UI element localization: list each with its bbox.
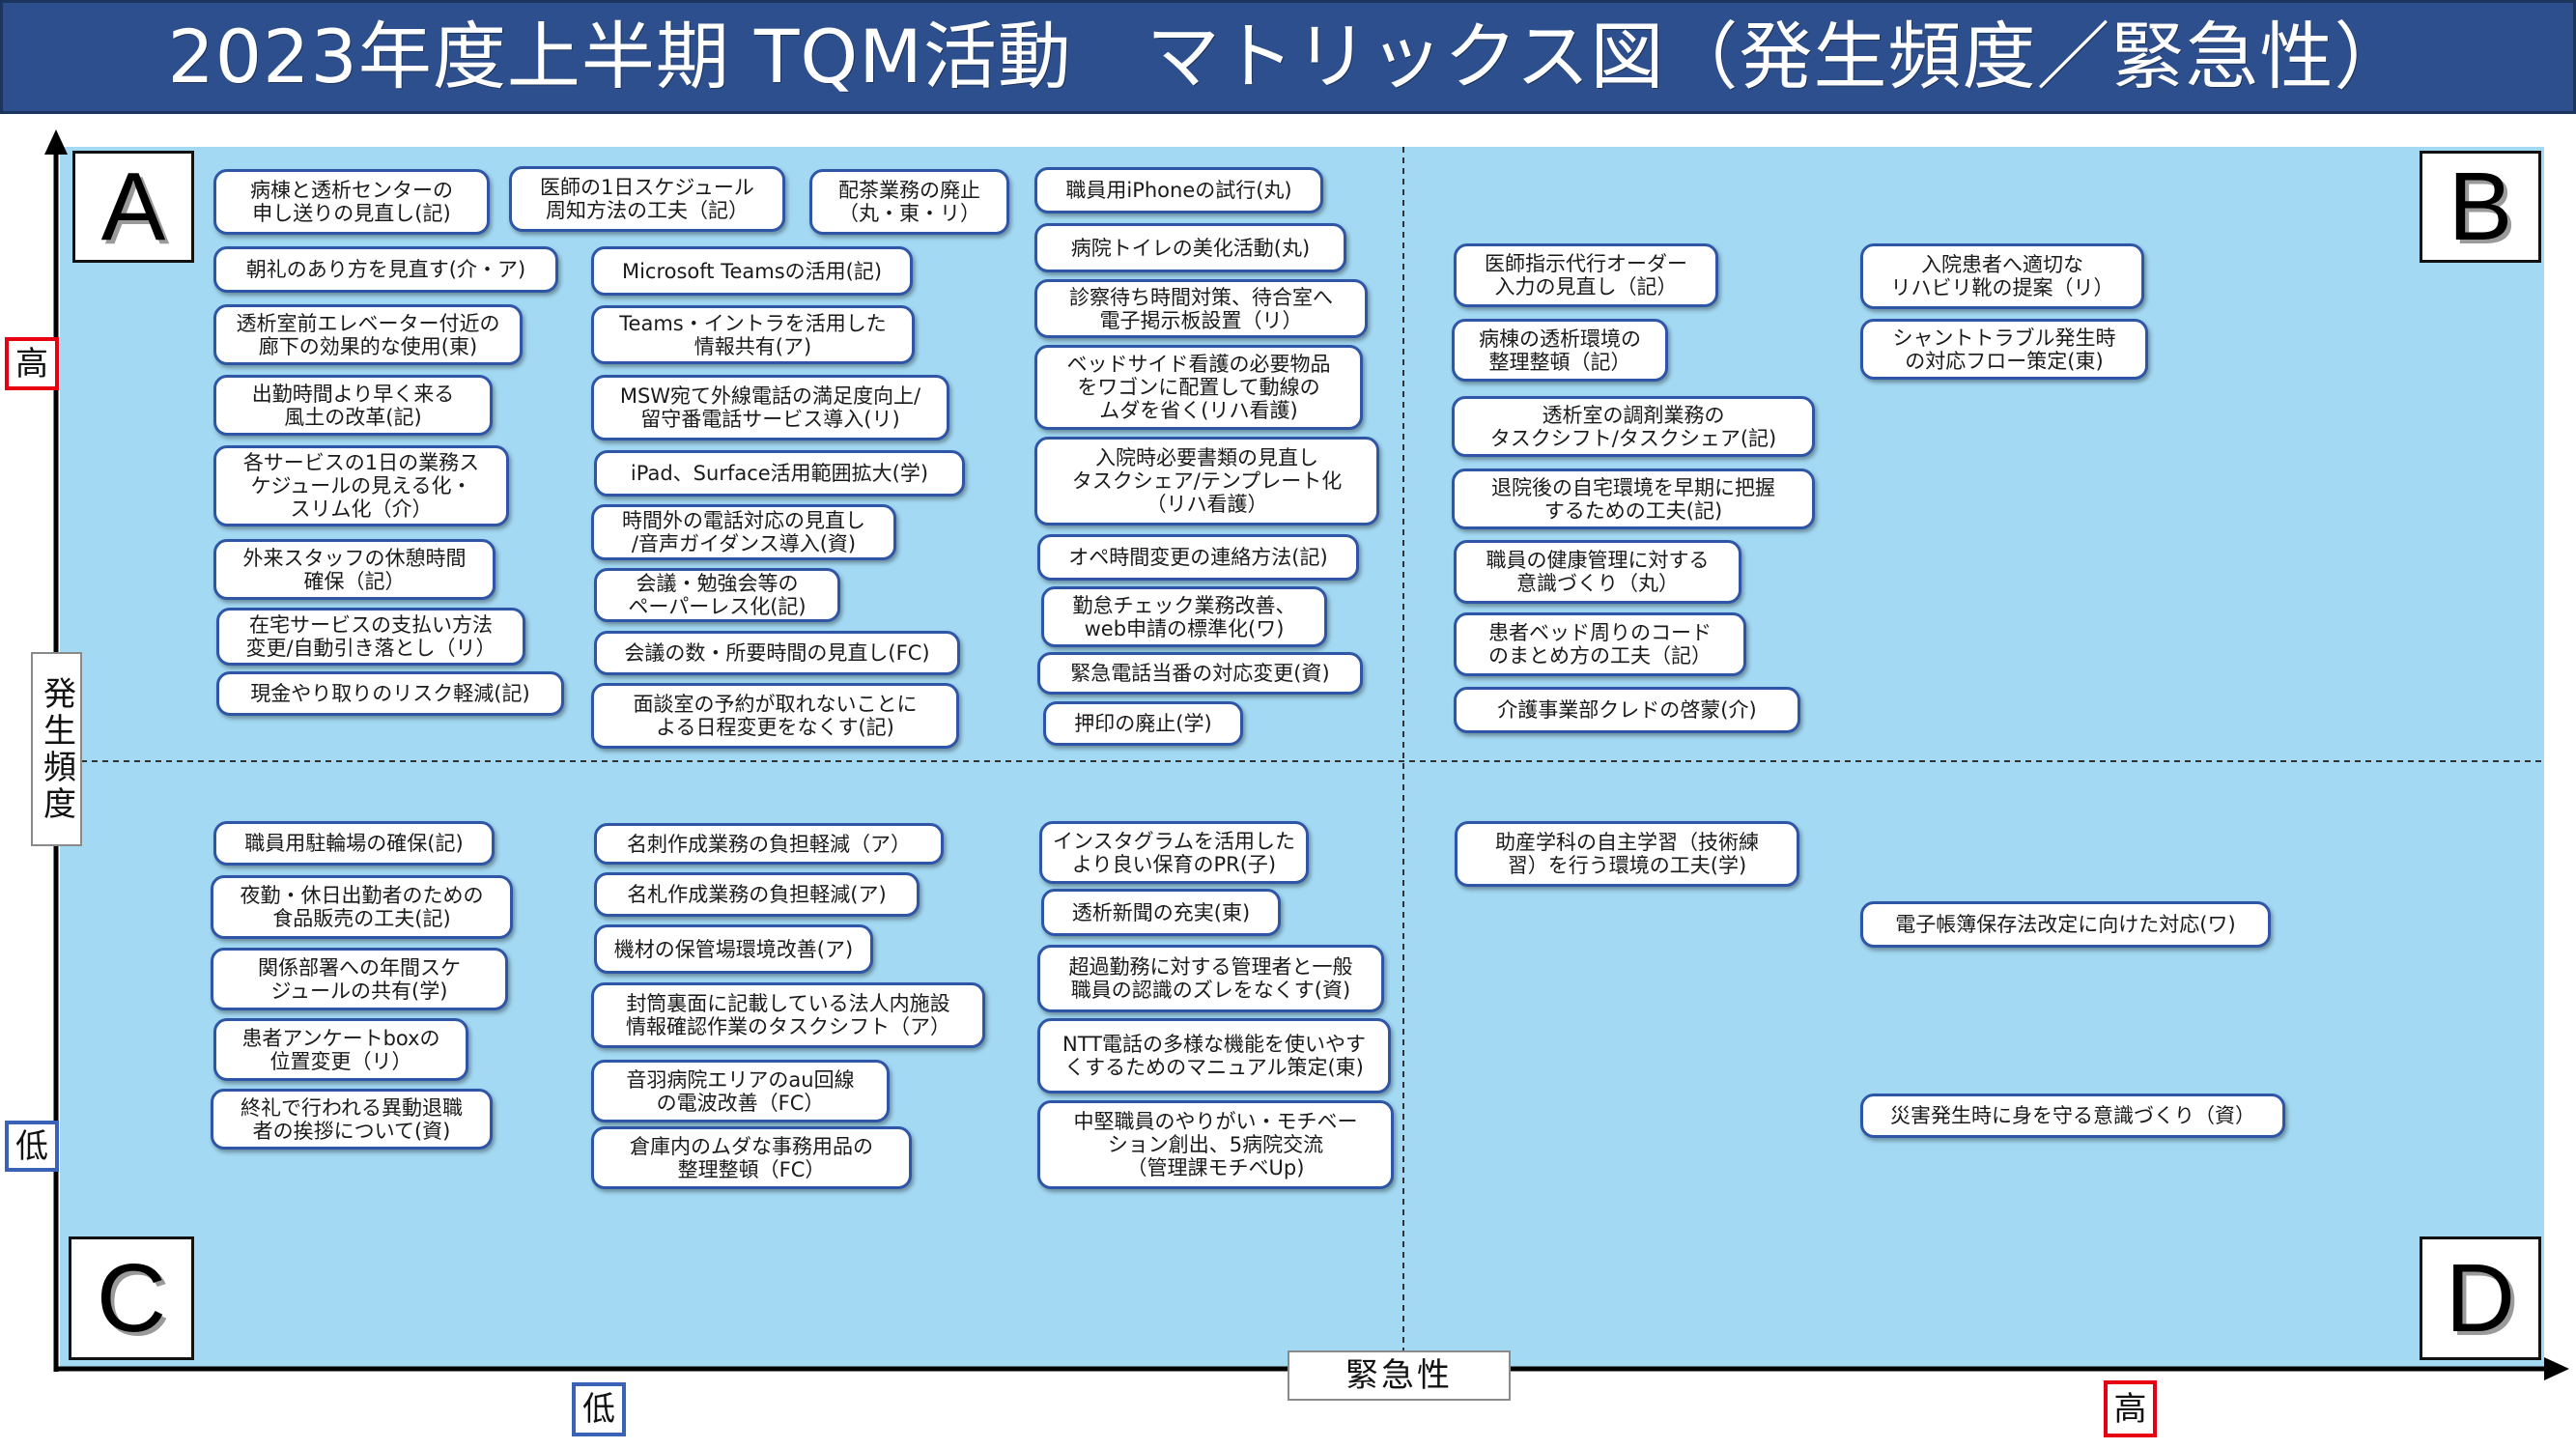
activity-card: 透析室前エレベーター付近の 廊下の効果的な使用(東) [213, 304, 523, 365]
activity-card: 助産学科の自主学習（技術練 習）を行う環境の工夫(学) [1455, 821, 1799, 887]
activity-card: シャントトラブル発生時 の対応フロー策定(東) [1860, 319, 2148, 380]
activity-card: 災害発生時に身を守る意識づくり（資） [1860, 1094, 2285, 1138]
activity-card: 会議・勉強会等の ペーパーレス化(記) [594, 568, 840, 622]
activity-card: 介護事業部クレドの啓蒙(介) [1454, 687, 1800, 733]
activity-card: 医師の1日スケジュール 周知方法の工夫（記） [509, 166, 785, 232]
quadrant-label-a: A [72, 151, 194, 263]
x-axis-low-label: 低 [572, 1382, 626, 1436]
activity-card: 中堅職員のやりがい・モチベー ション創出、5病院交流 （管理課モチベUp) [1037, 1100, 1394, 1189]
activity-card: 終礼で行われる異動退職 者の挨拶について(資) [211, 1089, 493, 1150]
quadrant-label-c: C [69, 1236, 194, 1360]
activity-card: 音羽病院エリアのau回線 の電波改善（FC） [591, 1060, 890, 1122]
activity-card: MSW宛て外線電話の満足度向上/ 留守番電話サービス導入(リ) [591, 375, 949, 440]
y-axis-low-label: 低 [5, 1121, 59, 1172]
activity-card: 夜勤・休日出勤者のための 食品販売の工夫(記) [211, 875, 513, 939]
activity-card: 退院後の自宅環境を早期に把握 するための工夫(記) [1452, 469, 1815, 529]
activity-card: 時間外の電話対応の見直し /音声ガイダンス導入(資) [591, 504, 896, 560]
activity-card: 在宅サービスの支払い方法 変更/自動引き落とし（リ） [216, 608, 525, 666]
activity-card: 職員の健康管理に対する 意識づくり（丸） [1454, 540, 1741, 604]
activity-card: 各サービスの1日の業務ス ケジュールの見える化・ スリム化（介） [213, 445, 509, 526]
activity-card: 封筒裏面に記載している法人内施設 情報確認作業のタスクシフト（ア） [591, 982, 985, 1048]
x-axis-high-label: 高 [2104, 1380, 2157, 1437]
activity-card: ベッドサイド看護の必要物品 をワゴンに配置して動線の ムダを省く(リハ看護) [1034, 345, 1363, 430]
activity-card: 外来スタッフの休憩時間 確保（記） [213, 539, 495, 600]
activity-card: 病棟の透析環境の 整理整頓（記） [1452, 319, 1668, 382]
activity-card: 勤怠チェック業務改善、 web申請の標準化(ワ) [1041, 586, 1327, 647]
activity-card: 出勤時間より早く来る 風土の改革(記) [213, 375, 493, 436]
activity-card: 倉庫内のムダな事務用品の 整理整頓（FC） [591, 1126, 912, 1189]
activity-card: 朝礼のあり方を見直す(介・ア) [213, 246, 558, 293]
activity-card: 入院時必要書類の見直し タスクシェア/テンプレート化 （リハ看護） [1034, 437, 1379, 526]
y-axis-title: 発生頻度 [31, 652, 82, 846]
activity-card: 病院トイレの美化活動(丸) [1034, 223, 1346, 272]
activity-card: 病棟と透析センターの 申し送りの見直し(記) [213, 169, 490, 235]
activity-card: 患者アンケートboxの 位置変更（リ） [213, 1018, 468, 1081]
activity-card: Microsoft Teamsの活用(記) [591, 246, 913, 296]
page-title: 2023年度上半期 TQM活動 マトリックス図（発生頻度／緊急性） [167, 14, 2409, 99]
activity-card: 名札作成業務の負担軽減(ア) [594, 872, 920, 917]
activity-card: 面談室の予約が取れないことに よる日程変更をなくす(記) [591, 683, 959, 749]
activity-card: オペ時間変更の連絡方法(記) [1037, 534, 1359, 581]
activity-card: 診察待ち時間対策、待合室へ 電子掲示板設置（リ） [1034, 279, 1368, 338]
quadrant-label-b: B [2420, 151, 2541, 263]
activity-card: 超過勤務に対する管理者と一般 職員の認識のズレをなくす(資) [1037, 945, 1384, 1012]
activity-card: 緊急電話当番の対応変更(資) [1037, 652, 1363, 695]
activity-card: 職員用駐輪場の確保(記) [213, 821, 495, 866]
x-axis-arrowhead [2544, 1357, 2569, 1380]
activity-card: インスタグラムを活用した より良い保育のPR(子) [1039, 821, 1309, 884]
activity-card: 会議の数・所要時間の見直し(FC) [594, 631, 960, 675]
y-axis-high-label: 高 [5, 337, 59, 390]
activity-card: 透析新聞の充実(東) [1041, 889, 1281, 936]
activity-card: 押印の廃止(学) [1043, 701, 1243, 746]
activity-card: 現金やり取りのリスク軽減(記) [216, 671, 564, 716]
activity-card: 配茶業務の廃止 （丸・東・リ） [809, 169, 1009, 235]
activity-card: 職員用iPhoneの試行(丸) [1034, 167, 1323, 213]
activity-card: 関係部署への年間スケ ジュールの共有(学) [211, 948, 508, 1010]
quadrant-label-d: D [2420, 1236, 2541, 1360]
y-axis-arrowhead [44, 129, 68, 155]
activity-card: 医師指示代行オーダー 入力の見直し（記） [1454, 243, 1718, 307]
x-axis-title: 緊急性 [1288, 1350, 1511, 1401]
activity-card: 電子帳簿保存法改定に向けた対応(ワ) [1860, 901, 2271, 948]
activity-card: 入院患者へ適切な リハビリ靴の提案（リ） [1860, 243, 2144, 309]
title-bar: 2023年度上半期 TQM活動 マトリックス図（発生頻度／緊急性） [0, 0, 2576, 114]
activity-card: iPad、Surface活用範囲拡大(学) [594, 450, 965, 497]
activity-card: 機材の保管場環境改善(ア) [594, 924, 873, 974]
activity-card: Teams・イントラを活用した 情報共有(ア) [591, 305, 915, 364]
activity-card: NTT電話の多様な機能を使いやす くするためのマニュアル策定(東) [1037, 1018, 1391, 1094]
activity-card: 患者ベッド周りのコード のまとめ方の工夫（記） [1454, 612, 1746, 676]
activity-card: 名刺作成業務の負担軽減（ア） [594, 823, 944, 865]
activity-card: 透析室の調剤業務の タスクシフト/タスクシェア(記) [1452, 396, 1815, 457]
